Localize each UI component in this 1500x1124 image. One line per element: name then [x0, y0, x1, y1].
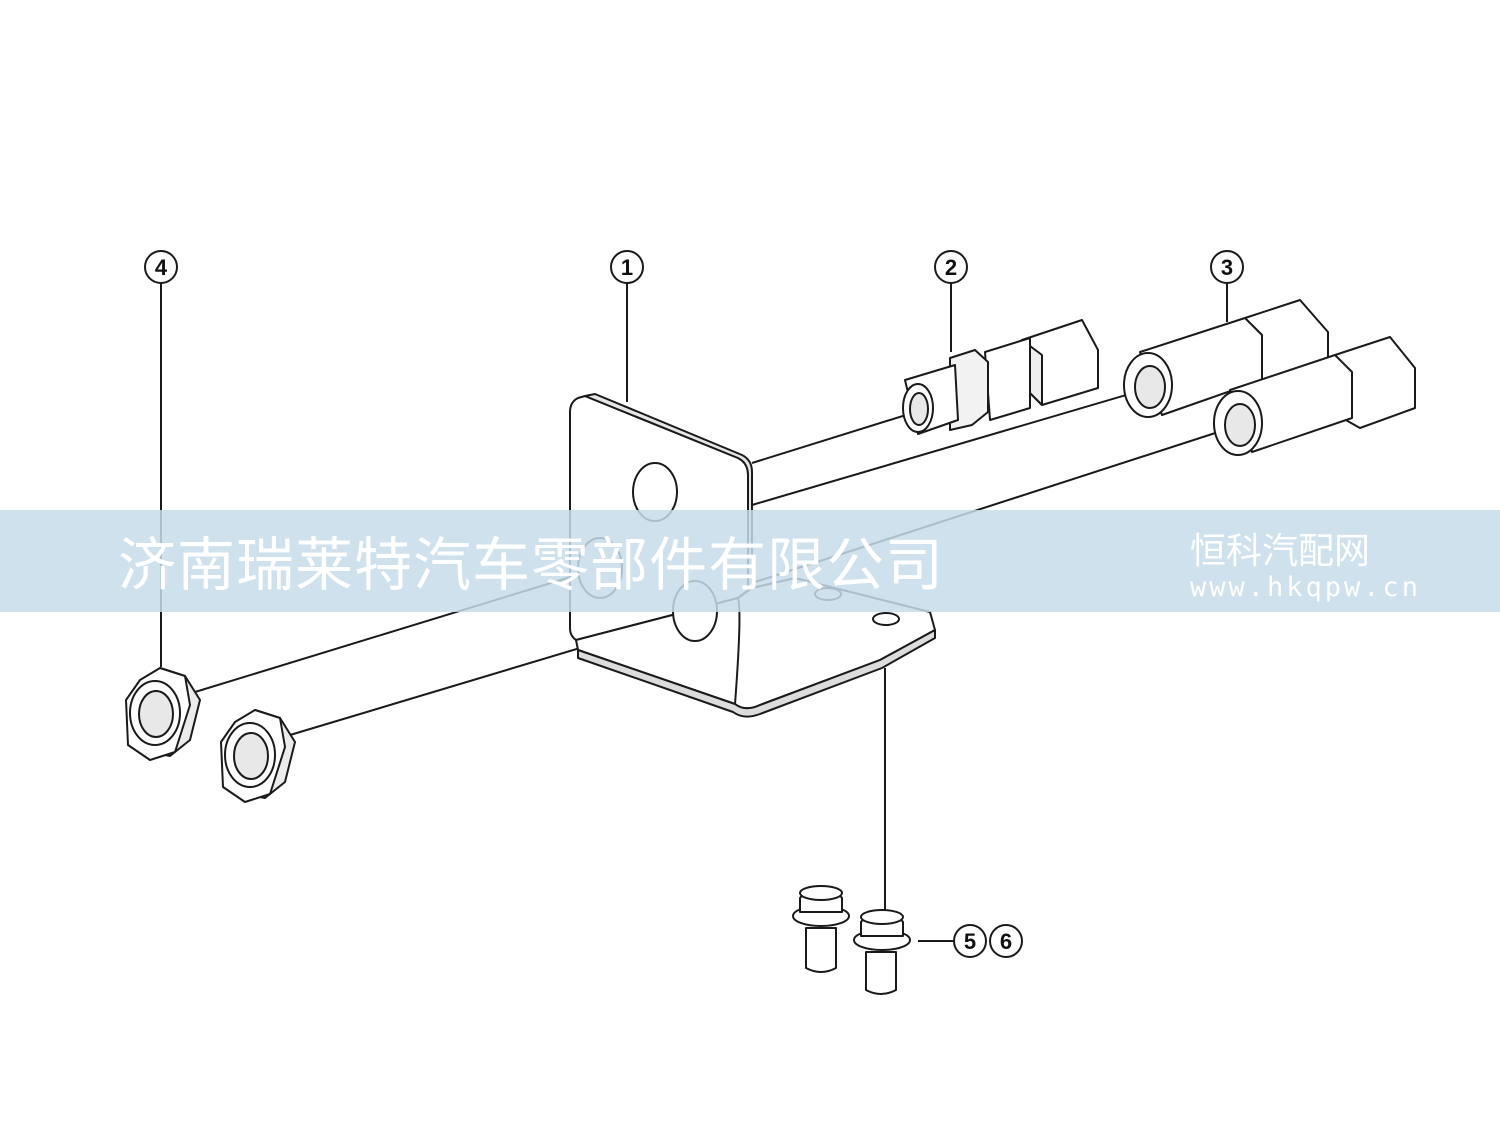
- callout-4: 4: [144, 250, 178, 284]
- callout-3-label: 3: [1221, 255, 1233, 280]
- part-4-nuts: [125, 667, 296, 803]
- bracket-foot-edge: [577, 629, 936, 718]
- sleeve-upper-opening-inner: [1134, 365, 1166, 409]
- callout-5: 5: [953, 924, 987, 958]
- watermark-site-name: 恒科汽配网: [1190, 531, 1371, 572]
- axis-line-part-2: [751, 409, 923, 464]
- callout-6: 6: [989, 924, 1023, 958]
- bolt-left-head-top: [799, 885, 843, 901]
- callout-3: 3: [1210, 250, 1244, 284]
- nut-left: [125, 667, 201, 761]
- callout-1: 1: [610, 250, 644, 284]
- watermark-url: www.hkqpw.cn: [1190, 572, 1422, 603]
- watermark-band: [0, 510, 1500, 612]
- nut-right-bore-inner: [233, 732, 269, 780]
- callout-4-label: 4: [155, 255, 168, 280]
- nut-left-bore-inner: [138, 690, 174, 738]
- callout-1-label: 1: [621, 255, 633, 280]
- fitting-opening-inner: [909, 392, 929, 426]
- bolt-right-shank: [865, 951, 897, 995]
- callout-5-label: 5: [964, 929, 976, 954]
- callouts: 1 2 3 4 5 6: [144, 250, 1244, 958]
- fitting-tube: [984, 337, 1031, 421]
- parts-5-6-bolts: [792, 885, 911, 995]
- sleeve-lower: [1213, 336, 1416, 456]
- sleeve-lower-opening-inner: [1224, 403, 1256, 447]
- bolt-right: [853, 909, 911, 995]
- callout-2-label: 2: [945, 255, 957, 280]
- bracket-foot-hole-2: [872, 612, 900, 626]
- fitting-lock-nut: [949, 349, 989, 431]
- part-2-fitting: [902, 319, 1099, 435]
- bolt-left: [792, 885, 850, 973]
- bolt-right-head-top: [860, 909, 904, 925]
- bolt-left-shank: [805, 927, 837, 973]
- nut-right: [220, 709, 296, 803]
- callout-6-label: 6: [1000, 929, 1012, 954]
- watermark-company-name: 济南瑞莱特汽车零部件有限公司: [118, 531, 945, 599]
- axis-line-part-3-upper: [751, 387, 1151, 506]
- callout-2: 2: [934, 250, 968, 284]
- part-3-sleeves: [1123, 299, 1416, 456]
